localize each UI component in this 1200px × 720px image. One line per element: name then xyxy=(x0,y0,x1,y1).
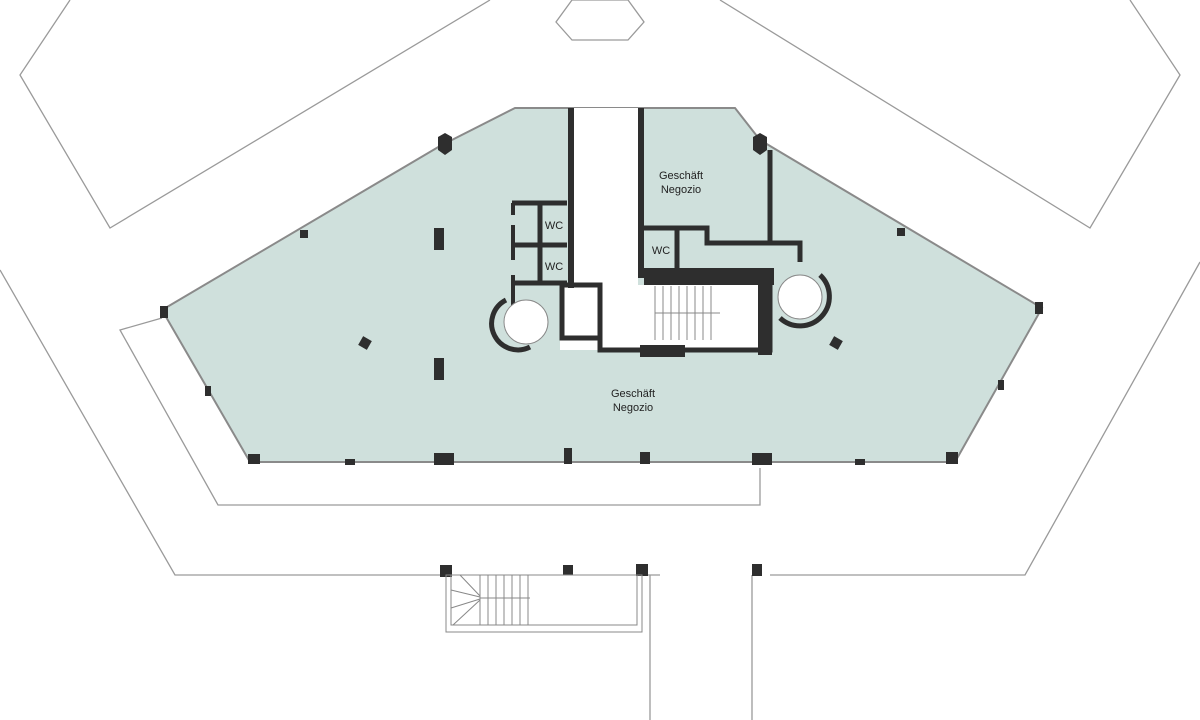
wc-label: WC xyxy=(545,261,563,273)
upper-shop-label-it: Negozio xyxy=(661,184,701,196)
spiral-stair-left xyxy=(489,297,549,353)
central-core xyxy=(572,108,638,288)
wc-label: WC xyxy=(545,220,563,232)
main-shop-label-it: Negozio xyxy=(613,402,653,414)
lower-staircase xyxy=(445,574,643,633)
main-shop-label-de: Geschäft xyxy=(611,388,655,400)
main-staircase xyxy=(654,286,720,340)
wc-block-left xyxy=(511,200,567,310)
upper-shop-label-de: Geschäft xyxy=(659,170,703,182)
wc-label: WC xyxy=(652,245,670,257)
columns xyxy=(160,133,1043,577)
spiral-stair-right xyxy=(777,273,832,329)
